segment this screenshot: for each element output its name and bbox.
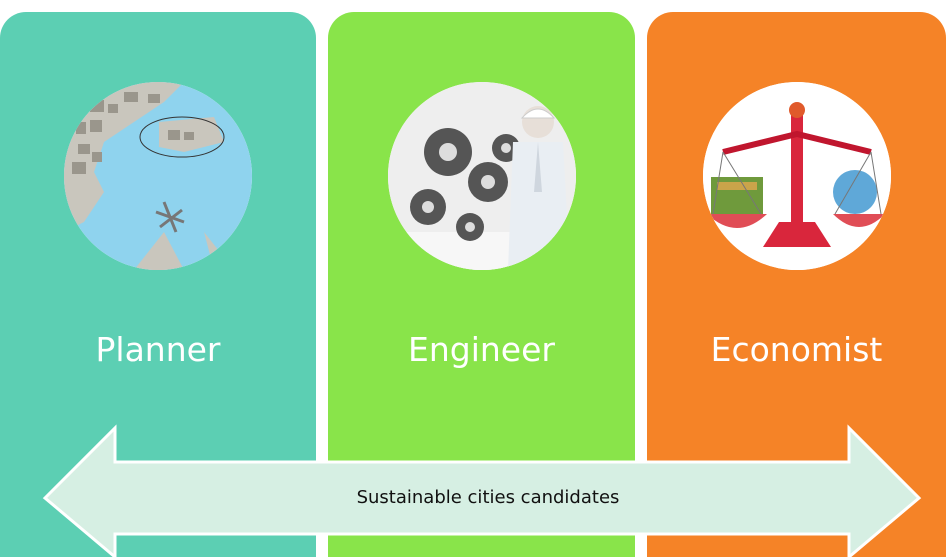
engineer-label: Engineer: [408, 330, 555, 369]
planner-panel: Planner: [0, 12, 316, 557]
planner-label: Planner: [95, 330, 221, 369]
double-arrow-shape: [42, 424, 922, 557]
balance-scale-image: [702, 82, 891, 270]
engineer-gears-image: [387, 82, 576, 270]
city-map-image: [64, 82, 252, 270]
arrow-label: Sustainable cities candidates: [356, 487, 620, 508]
economist-label: Economist: [710, 330, 883, 369]
